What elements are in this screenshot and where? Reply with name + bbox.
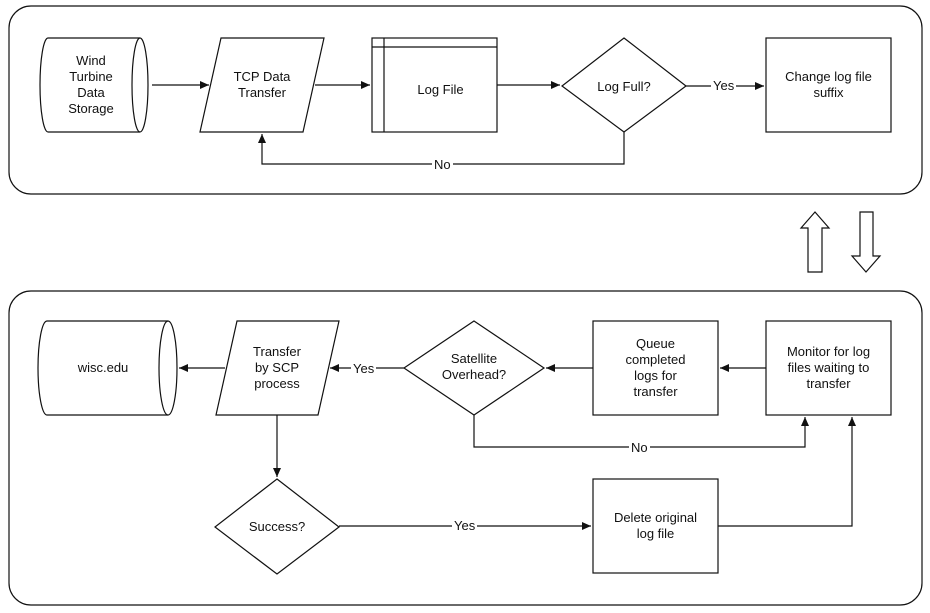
monitor-shape — [765, 320, 892, 416]
scp-transfer-shape — [215, 320, 340, 416]
change-suffix-label: Change log file suffix — [785, 69, 872, 100]
queue-shape — [592, 320, 719, 416]
log-full-no-label: No — [432, 157, 453, 172]
tcp-data-transfer-shape — [199, 37, 325, 133]
log-file-shape — [371, 37, 498, 133]
wisc-label: wisc.edu — [77, 360, 129, 375]
satellite-label: Satellite Overhead? — [441, 351, 507, 382]
storage-label: Wind Turbine Data Storage — [68, 53, 114, 116]
wisc-cylinder-shape — [37, 320, 178, 416]
log-full-label: Log Full? — [597, 79, 651, 94]
satellite-yes-label: Yes — [351, 361, 377, 376]
success-yes-label: Yes — [452, 518, 478, 533]
scp-transfer-label: Transfer by SCP process — [253, 344, 301, 391]
delete-label: Delete original log file — [613, 510, 698, 541]
log-file-label: Log File — [417, 81, 464, 97]
delete-shape — [592, 478, 719, 574]
log-full-yes-label: Yes — [711, 78, 737, 93]
storage-cylinder-shape — [39, 37, 149, 133]
success-decision-shape — [214, 478, 340, 575]
down-arrow-icon — [850, 211, 882, 273]
up-arrow-icon — [799, 211, 831, 273]
satellite-no-label: No — [629, 440, 650, 455]
edge-delete-to-monitor — [718, 417, 856, 527]
tcp-data-transfer-label: TCP Data Transfer — [233, 69, 291, 100]
success-label: Success? — [248, 519, 306, 534]
monitor-label: Monitor for log files waiting to transfe… — [786, 344, 871, 391]
queue-label: Queue completed logs for transfer — [625, 336, 686, 399]
change-suffix-shape — [765, 37, 892, 133]
